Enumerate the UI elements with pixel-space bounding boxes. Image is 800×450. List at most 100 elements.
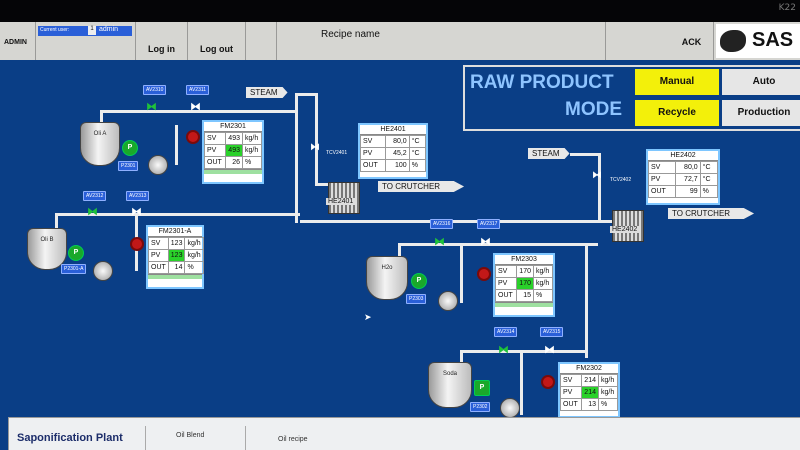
monitor-bezel: K22	[0, 0, 800, 22]
tank-soda[interactable]: Soda	[428, 362, 472, 408]
pipe	[315, 93, 318, 183]
row-label: PV	[359, 147, 387, 160]
out-value: 13	[580, 398, 599, 411]
row-label: SV	[495, 265, 517, 278]
pipe	[585, 243, 588, 358]
sv-value: 80,0	[674, 161, 701, 174]
out-value: 99	[674, 185, 701, 198]
auto-button[interactable]: Auto	[722, 69, 800, 95]
unit: %	[408, 159, 427, 172]
unit: °C	[408, 147, 427, 160]
pipe	[295, 93, 298, 223]
valve-tag: AV2311	[186, 85, 210, 95]
panel-title: HE2401	[360, 125, 426, 135]
pipe	[460, 243, 463, 303]
on-off-valve-icon[interactable]: ⧓	[190, 101, 201, 113]
flow-control-valve-icon[interactable]	[186, 130, 200, 144]
pipe	[598, 153, 601, 223]
pipe	[300, 220, 612, 223]
on-off-valve-icon[interactable]: ⧓	[498, 344, 509, 356]
login-button[interactable]: Log in	[136, 22, 188, 60]
pump-status-icon[interactable]: P	[122, 140, 138, 156]
manual-button[interactable]: Manual	[635, 69, 719, 95]
valve-label: TCV2402	[610, 177, 632, 183]
panel-bar	[495, 302, 553, 307]
pump-icon[interactable]	[148, 155, 168, 175]
tab-label: Oil recipe	[278, 436, 308, 443]
unit: kg/h	[597, 386, 619, 399]
recipe-label: Recipe name	[321, 29, 380, 40]
steam-arrow: STEAM	[528, 148, 570, 159]
tank-oil-a[interactable]: Oli A	[80, 122, 120, 166]
unit: kg/h	[241, 144, 263, 157]
valve-tag: AV2312	[83, 191, 107, 201]
flow-control-valve-icon[interactable]	[541, 375, 555, 389]
pump-status-icon[interactable]: P	[411, 273, 427, 289]
out-value: 15	[515, 289, 534, 302]
flow-control-valve-icon[interactable]	[130, 237, 144, 251]
row-label: OUT	[648, 185, 676, 198]
logo-box: SAS	[716, 24, 800, 58]
sv-value: 170	[515, 265, 534, 278]
panel-bar	[148, 274, 202, 279]
bottom-navigation: Saponification Plant Oil Blend Oil recip…	[8, 417, 800, 450]
panel-title: HE2402	[648, 151, 718, 161]
panel-title: FM2301	[204, 122, 262, 132]
pump-icon[interactable]	[438, 291, 458, 311]
pump-status-icon[interactable]: P	[474, 380, 490, 396]
valve-tag: AV2310	[143, 85, 167, 95]
on-off-valve-icon[interactable]: ⧓	[544, 344, 555, 356]
mode-title-1: RAW PRODUCT	[470, 72, 614, 93]
production-button[interactable]: Production	[722, 100, 800, 126]
control-valve-icon[interactable]: ⧓	[592, 170, 602, 181]
pipe	[315, 183, 330, 186]
unit: kg/h	[532, 265, 554, 278]
tank-oil-b[interactable]: Oli B	[27, 228, 67, 270]
on-off-valve-icon[interactable]: ⧓	[480, 236, 491, 248]
panel-title: FM2302	[560, 364, 618, 374]
current-user-cell: Current user: 1 admin	[36, 22, 136, 60]
ack-button[interactable]: ACK	[670, 22, 714, 60]
row-label: SV	[359, 135, 387, 148]
ack-label: ACK	[681, 37, 702, 47]
control-valve-icon[interactable]: ⧓	[310, 142, 320, 153]
unit: %	[532, 289, 554, 302]
flow-control-valve-icon[interactable]	[477, 267, 491, 281]
pump-icon[interactable]	[93, 261, 113, 281]
tab-oil-recipe[interactable]: Oil recipe	[245, 426, 356, 450]
tank-h2o[interactable]: H2o	[366, 256, 408, 300]
on-off-valve-icon[interactable]: ⧓	[131, 206, 142, 218]
to-crutcher-arrow: TO CRUTCHER	[378, 181, 465, 192]
tank-label: Oli A	[93, 131, 107, 137]
steam-arrow: STEAM	[246, 87, 288, 98]
on-off-valve-icon[interactable]: ⧓	[146, 101, 157, 113]
pipe	[295, 93, 315, 96]
pipe	[520, 350, 523, 415]
tab-oil-blend[interactable]: Oil Blend	[145, 426, 246, 450]
valve-label: TCV2401	[326, 150, 348, 156]
user-name: admin	[99, 26, 119, 33]
pipe	[460, 350, 463, 365]
on-off-valve-icon[interactable]: ⧓	[87, 206, 98, 218]
sv-value: 214	[580, 374, 599, 387]
recipe-name-field[interactable]: Recipe name	[276, 22, 606, 60]
unit: kg/h	[184, 249, 204, 262]
recycle-button[interactable]: Recycle	[635, 100, 719, 126]
valve-tag: AV2317	[477, 219, 501, 229]
pipe	[55, 213, 58, 228]
pump-icon[interactable]	[500, 398, 520, 418]
pump-status-icon[interactable]: P	[68, 245, 84, 261]
current-user-label: Current user:	[40, 27, 70, 33]
pump-tag: P2302	[470, 402, 491, 412]
pv-value: 493	[224, 144, 243, 157]
logout-button[interactable]: Log out	[188, 22, 246, 60]
pipe	[460, 350, 588, 353]
pv-value: 72,7	[674, 173, 701, 186]
on-off-valve-icon[interactable]: ⧓	[434, 236, 445, 248]
